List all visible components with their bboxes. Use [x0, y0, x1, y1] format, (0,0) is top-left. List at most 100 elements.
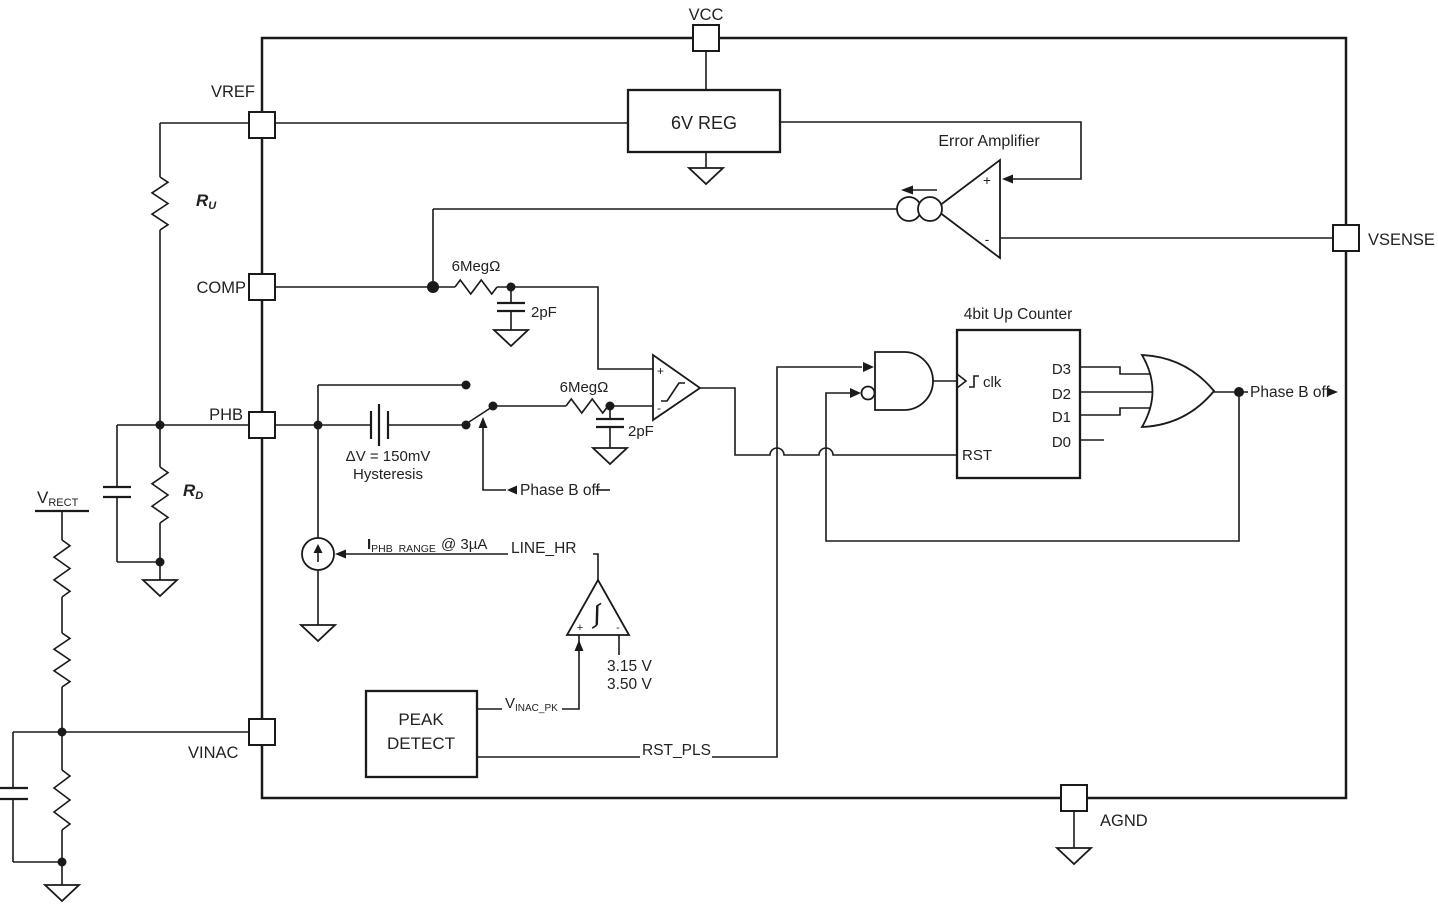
ground-icon — [300, 624, 336, 642]
threshold-high-label: 3.50 V — [607, 676, 652, 693]
capacitor-ext-vinac — [0, 786, 28, 801]
label-mask — [502, 696, 562, 711]
phase-b-off-output-label: Phase B off — [1250, 384, 1331, 401]
capacitor-comp-2pf — [497, 301, 525, 313]
threshold-low-label: 3.15 V — [607, 658, 652, 675]
vinac-pk-label: VINAC_PK — [505, 695, 558, 714]
counter-d0-label: D0 — [1052, 434, 1071, 451]
counter-title: 4bit Up Counter — [964, 306, 1073, 323]
junction-dots — [57, 281, 1244, 867]
hysteresis-word-label: Hysteresis — [353, 466, 423, 483]
ground-icon — [44, 884, 80, 902]
resistor-ru — [150, 176, 170, 231]
pin-agnd — [1060, 784, 1088, 812]
line-hr-label: LINE_HR — [511, 540, 576, 557]
block-6v-reg — [626, 88, 782, 154]
resistor-phb-6meg — [565, 397, 609, 415]
block-peak-detect — [364, 689, 479, 779]
right-arrowhead-icon — [1327, 387, 1338, 397]
up-arrowhead-icon — [313, 544, 323, 553]
label-mask — [508, 541, 593, 555]
phase-b-switch — [461, 380, 498, 430]
resistor-rd-label: RD — [183, 481, 203, 502]
counter-clk-label: clk — [983, 374, 1002, 391]
pin-vinac-label: VINAC — [188, 744, 239, 762]
pin-vref — [248, 111, 276, 139]
comparator-line-minus: - — [616, 622, 620, 634]
ground-icon — [493, 329, 529, 347]
hysteresis-value-label: ΔV = 150mV — [346, 448, 431, 465]
left-arrowhead-icon — [901, 185, 913, 195]
rising-edge-icon — [969, 375, 979, 388]
error-amp-minus: - — [985, 232, 990, 247]
or-gate — [1140, 354, 1216, 428]
phb-filter-r-label: 6MegΩ — [560, 379, 609, 396]
comparator-line-plus: + — [577, 622, 583, 634]
capacitors — [0, 301, 624, 801]
ground-icon — [592, 447, 628, 465]
up-arrowhead-icon — [574, 640, 584, 651]
resistor-ru-label: RU — [196, 191, 217, 212]
rst-pls-label: RST_PLS — [642, 742, 711, 759]
counter-d2-label: D2 — [1052, 386, 1071, 403]
error-amplifier-triangle — [933, 158, 1001, 260]
iphb-range-label: IPHB_RANGE@ 3µA — [367, 536, 487, 555]
ground-icon — [142, 579, 178, 597]
ground-icon — [1056, 847, 1092, 865]
block-6v-reg-label: 6V REG — [671, 113, 737, 133]
pin-phb-label: PHB — [209, 406, 243, 424]
counter-rst-label: RST — [962, 447, 992, 464]
pin-phb — [248, 411, 276, 439]
ground-icon — [688, 167, 724, 185]
pin-vsense — [1332, 224, 1360, 252]
left-arrowhead-icon — [1002, 174, 1013, 184]
counter-d1-label: D1 — [1052, 409, 1071, 426]
up-arrowhead-icon — [478, 417, 488, 428]
wires — [12, 51, 1333, 885]
inverter-bubble-icon — [860, 385, 876, 401]
resistor-vrect-3 — [52, 769, 72, 831]
vrect-label: VRECT — [37, 488, 79, 509]
resistor-rd — [150, 466, 170, 524]
right-arrowhead-icon — [850, 388, 861, 398]
ground-symbols — [44, 167, 1092, 902]
peak-detect-label-1: PEAK — [398, 710, 444, 729]
counter-d3-label: D3 — [1052, 361, 1071, 378]
error-amplifier-label: Error Amplifier — [938, 133, 1040, 150]
comp-filter-r-label: 6MegΩ — [452, 258, 501, 275]
arrowheads — [335, 174, 1338, 651]
comparator-phb-minus: - — [657, 401, 661, 415]
hysteresis-offset-symbol — [369, 404, 390, 446]
resistor-comp-6meg — [454, 278, 498, 296]
pin-comp — [248, 273, 276, 301]
left-arrowhead-icon — [507, 485, 517, 495]
and-gate — [874, 351, 934, 411]
block-4bit-up-counter — [955, 328, 1082, 480]
peak-detect-label-2: DETECT — [387, 734, 455, 753]
switch-blade — [468, 406, 493, 423]
comparator-phb-plus: + — [657, 364, 664, 378]
resistor-vrect-2 — [52, 632, 72, 688]
pin-vsense-label: VSENSE — [1368, 231, 1435, 249]
label-mask — [640, 743, 712, 758]
capacitor-phb-2pf — [596, 417, 624, 429]
current-source-icon — [917, 196, 943, 222]
phase-b-off-switch-label: Phase B off — [520, 482, 601, 499]
clk-edge-triangle-icon — [956, 373, 968, 389]
pin-comp-label: COMP — [197, 279, 247, 297]
ic-boundary — [260, 36, 1348, 800]
pin-vcc-label: VCC — [689, 6, 724, 24]
comp-filter-c-label: 2pF — [531, 304, 557, 321]
pin-agnd-label: AGND — [1100, 812, 1148, 830]
ic-pins — [248, 24, 1360, 812]
pin-vref-label: VREF — [211, 83, 255, 101]
hysteresis-glyph-icon — [661, 382, 685, 402]
hysteresis-glyph-icon — [591, 602, 602, 629]
pin-vinac — [248, 718, 276, 746]
resistor-vrect-1 — [52, 539, 72, 598]
capacitor-ext-phb — [103, 485, 131, 499]
resistors — [52, 176, 609, 831]
right-arrowhead-icon — [863, 362, 874, 372]
